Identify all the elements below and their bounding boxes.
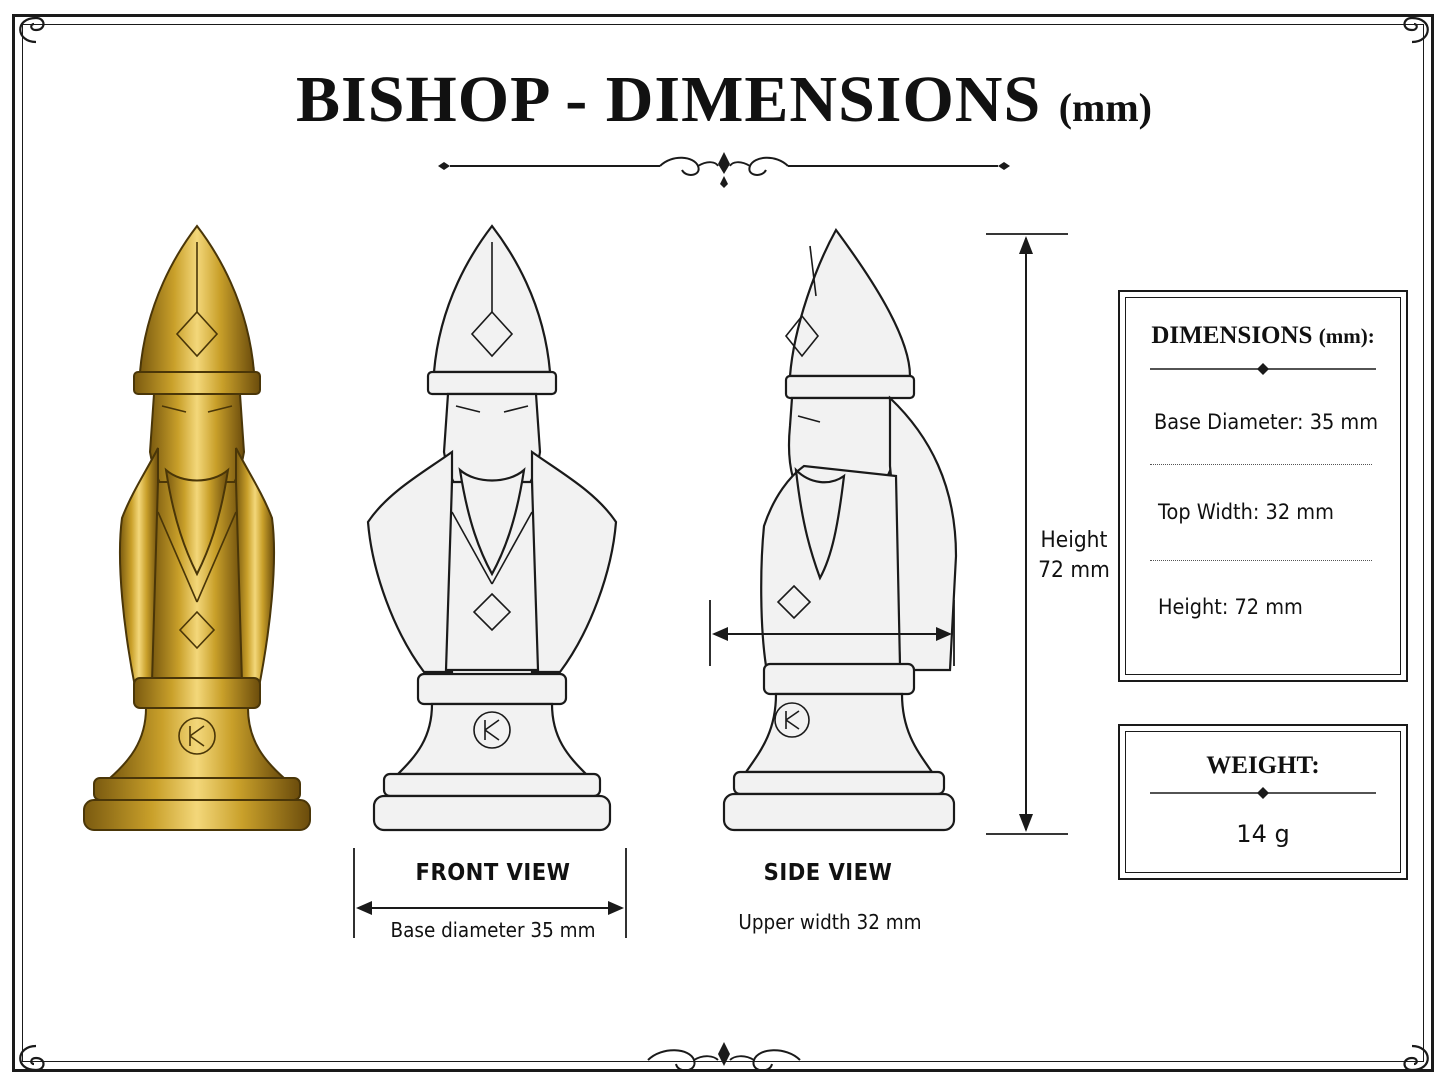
weight-box: WEIGHT: 14 g xyxy=(1118,724,1408,880)
side-view-bishop-sketch xyxy=(722,227,958,832)
spec-base-diameter: Base Diameter: 35 mm xyxy=(1154,410,1379,434)
side-view-caption: Upper width 32 mm xyxy=(738,910,922,934)
weight-box-inner-border xyxy=(1125,731,1401,873)
weight-box-divider-icon xyxy=(1150,787,1376,799)
spec-height: Height: 72 mm xyxy=(1158,595,1303,619)
corner-ornament-bottom-right-icon xyxy=(1403,1044,1429,1072)
dimensions-box-title-text: DIMENSIONS xyxy=(1151,322,1313,349)
corner-ornament-top-right-icon xyxy=(1403,16,1429,44)
side-view-title: SIDE VIEW xyxy=(763,860,893,886)
page-title: BISHOP - DIMENSIONS (mm) xyxy=(0,62,1448,138)
front-view-title: FRONT VIEW xyxy=(415,860,571,886)
corner-ornament-top-left-icon xyxy=(19,16,45,44)
bottom-divider-flourish-icon xyxy=(647,1042,801,1072)
dimensions-box-title: DIMENSIONS (mm): xyxy=(1120,322,1406,350)
upper-width-dimension-line xyxy=(709,600,955,666)
outer-frame xyxy=(12,14,1434,1072)
page-title-unit: (mm) xyxy=(1058,85,1152,130)
dimensions-box-divider-icon xyxy=(1150,363,1376,375)
height-label-line1: Height xyxy=(1040,528,1108,553)
dimensions-box: DIMENSIONS (mm): Base Diameter: 35 mm To… xyxy=(1118,290,1408,682)
height-dimension-line xyxy=(986,233,1068,835)
front-view-caption: Base diameter 35 mm xyxy=(390,918,596,942)
corner-ornament-bottom-left-icon xyxy=(19,1044,45,1072)
gold-bishop-figure xyxy=(83,224,311,831)
page-title-text: BISHOP - DIMENSIONS xyxy=(296,63,1042,136)
front-view-bishop-sketch xyxy=(366,224,618,832)
weight-value: 14 g xyxy=(1236,820,1290,848)
base-diameter-dimension-line xyxy=(353,848,627,938)
height-label: Height 72 mm xyxy=(1037,526,1111,586)
spec-top-width: Top Width: 32 mm xyxy=(1158,500,1334,524)
height-label-line2: 72 mm xyxy=(1038,558,1110,583)
title-divider-flourish-icon xyxy=(438,152,1010,188)
weight-box-title: WEIGHT: xyxy=(1206,752,1320,779)
spec-separator xyxy=(1150,464,1372,465)
dimensions-box-inner-border xyxy=(1125,297,1401,675)
dimensions-box-title-unit: (mm): xyxy=(1318,324,1375,348)
spec-separator xyxy=(1150,560,1372,561)
